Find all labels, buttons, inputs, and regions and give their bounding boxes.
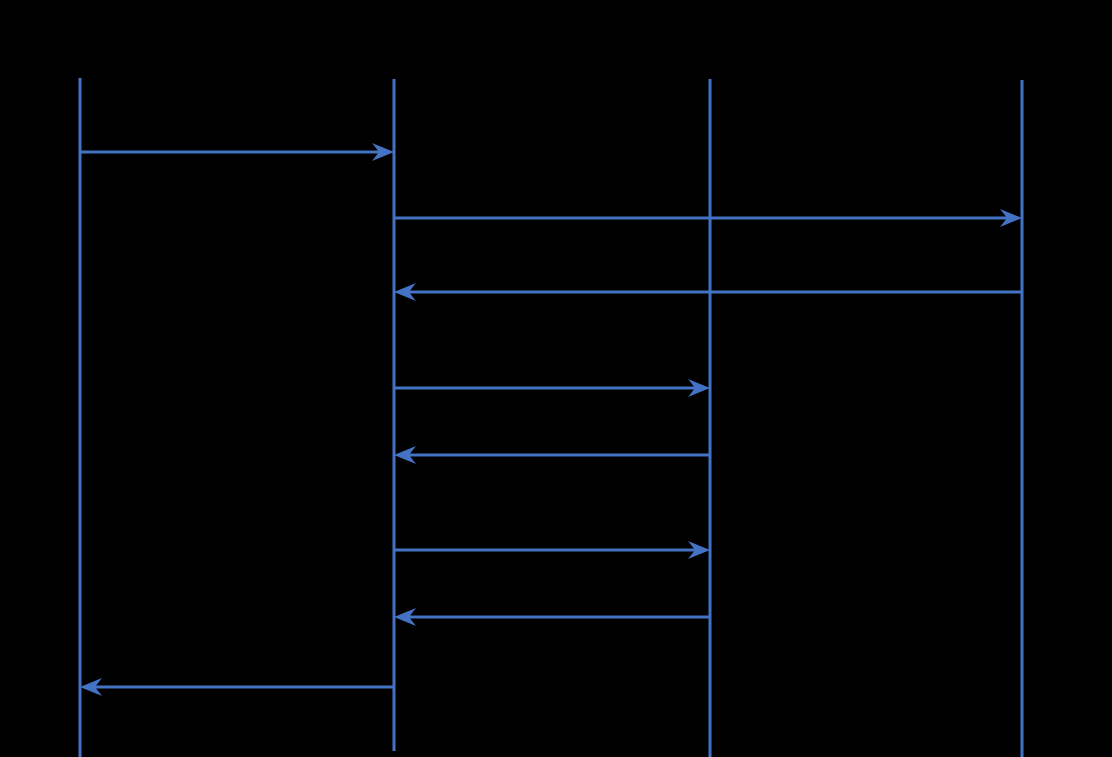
arrowhead-icon [688,541,710,559]
arrowhead-icon [394,283,416,301]
message-3 [394,283,1022,301]
arrowhead-icon [688,379,710,397]
message-7 [394,608,710,626]
message-8 [80,678,394,696]
arrowhead-icon [80,678,102,696]
arrowhead-icon [1000,209,1022,227]
message-4 [394,379,710,397]
arrowhead-icon [394,608,416,626]
arrowhead-icon [394,446,416,464]
message-1 [80,143,394,161]
message-2 [394,209,1022,227]
message-5 [394,446,710,464]
message-6 [394,541,710,559]
arrowhead-icon [372,143,394,161]
